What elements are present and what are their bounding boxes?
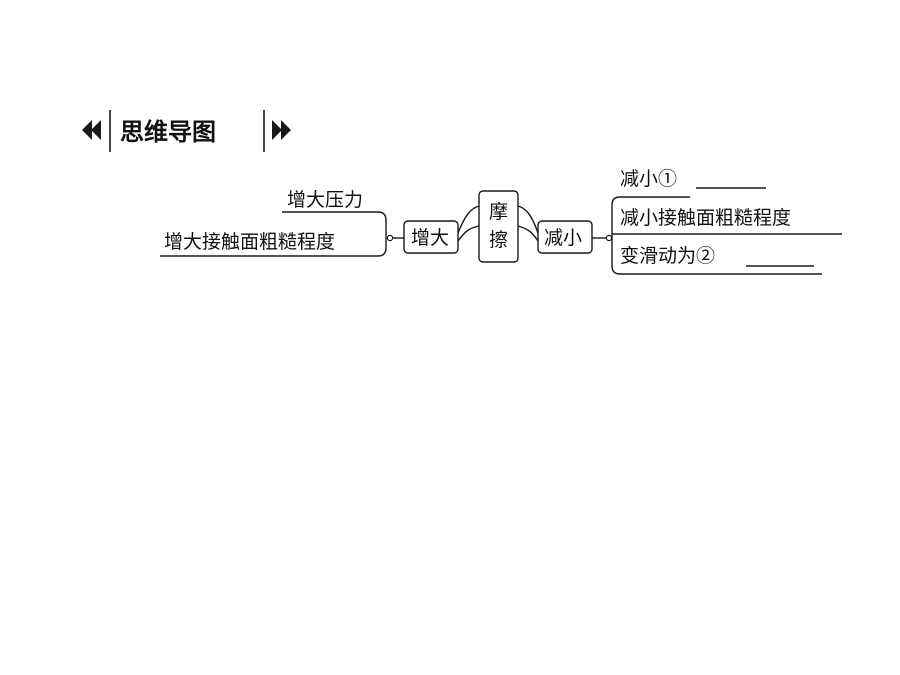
- decrease-item-pressure: 减小①: [620, 168, 677, 190]
- decrease-node-label: 减小: [544, 227, 582, 249]
- decrease-item-roughness: 减小接触面粗糙程度: [620, 207, 791, 229]
- center-node: 摩 擦: [478, 190, 519, 263]
- center-to-decrease-connectors: [517, 205, 539, 242]
- header: 思维导图: [82, 110, 291, 152]
- decrease-item-rolling: 变滑动为②: [620, 245, 715, 267]
- increase-node-label: 增大: [411, 227, 449, 249]
- center-node-char-2: 擦: [489, 229, 508, 251]
- increase-bracket: [377, 211, 387, 257]
- decrease-branch: 减小 减小① 减小接触面粗糙程度 变滑动为②: [537, 168, 842, 275]
- decrease-bracket: [611, 196, 621, 275]
- increase-to-center-connectors: [457, 205, 480, 242]
- decrease-junction-dot: [605, 234, 613, 242]
- increase-item-roughness: 增大接触面粗糙程度: [164, 231, 335, 253]
- increase-junction-dot: [386, 234, 394, 242]
- increase-item-pressure: 增大压力: [287, 189, 363, 211]
- section-title: 思维导图: [120, 118, 216, 146]
- decrease-node: [537, 220, 593, 254]
- increase-node: [403, 220, 459, 254]
- center-node-char-1: 摩: [489, 201, 508, 223]
- double-left-arrow-icon: [82, 120, 101, 140]
- increase-branch: 增大压力 增大接触面粗糙程度 增大: [160, 189, 459, 257]
- double-right-arrow-icon: [272, 120, 291, 140]
